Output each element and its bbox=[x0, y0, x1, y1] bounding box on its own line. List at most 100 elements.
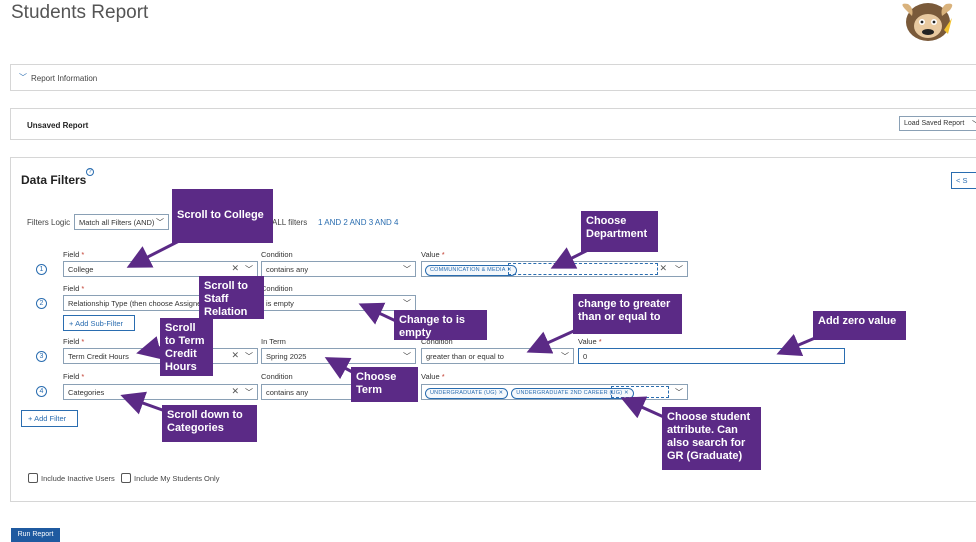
field-label-text: Field bbox=[63, 284, 80, 293]
filter-number: 4 bbox=[36, 386, 47, 397]
add-sub-filter-button[interactable]: + Add Sub-Filter bbox=[63, 315, 135, 331]
field-select-college[interactable]: College ✕ ﹀ bbox=[63, 261, 258, 277]
chevron-down-icon: ﹀ bbox=[403, 265, 411, 274]
include-my-students-label: Include My Students Only bbox=[134, 474, 220, 483]
include-inactive-checkbox[interactable] bbox=[28, 473, 38, 483]
chevron-down-icon: ﹀ bbox=[675, 265, 683, 274]
run-report-button[interactable]: Run Report bbox=[11, 528, 60, 542]
annotation-scroll-staff: Scroll to Staff Relation bbox=[199, 276, 264, 319]
chevron-down-icon: ﹀ bbox=[403, 352, 411, 361]
share-button[interactable]: < S bbox=[951, 172, 976, 189]
plus-icon: + bbox=[69, 319, 74, 328]
annotation-choose-term: Choose Term bbox=[351, 367, 418, 402]
annotation-scroll-categories: Scroll down to Categories bbox=[162, 405, 257, 442]
annotation-change-greater: change to greater than or equal to bbox=[573, 294, 682, 334]
field-label-text: Field bbox=[63, 372, 80, 381]
clear-icon[interactable]: ✕ bbox=[659, 263, 667, 273]
value-label-text: Value bbox=[421, 372, 440, 381]
data-filters-heading: Data Filters bbox=[21, 173, 87, 187]
field-label: Field * bbox=[63, 372, 84, 381]
condition-value: greater than or equal to bbox=[426, 352, 504, 361]
arrow-greater bbox=[526, 328, 577, 354]
filters-logic-select[interactable]: Match all Filters (AND) ﹀ bbox=[74, 214, 169, 230]
chevron-down-icon: ﹀ bbox=[245, 388, 253, 397]
clear-icon[interactable]: ✕ bbox=[231, 386, 239, 396]
condition-label: Condition bbox=[421, 337, 453, 346]
term-value: Spring 2025 bbox=[266, 352, 307, 361]
value-label-text: Value bbox=[421, 250, 440, 259]
annotation-choose-student-attribute: Choose student attribute. Can also searc… bbox=[662, 407, 761, 470]
chip-label: Undergraduate 2nd Career (UG) bbox=[516, 390, 623, 396]
filter-number: 2 bbox=[36, 298, 47, 309]
chevron-down-icon: ﹀ bbox=[561, 352, 569, 361]
field-value: Term Credit Hours bbox=[68, 352, 129, 361]
field-select-categories[interactable]: Categories ✕ ﹀ bbox=[63, 384, 258, 400]
condition-label: Condition bbox=[261, 284, 293, 293]
load-saved-report-label: Load Saved Report bbox=[904, 120, 965, 127]
load-saved-report-select[interactable]: Load Saved Report ﹀ bbox=[899, 116, 976, 131]
value-label: Value * bbox=[421, 372, 445, 381]
share-label: S bbox=[962, 176, 968, 185]
include-my-students-checkbox[interactable] bbox=[121, 473, 131, 483]
share-icon: < bbox=[956, 176, 961, 185]
field-label: Field * bbox=[63, 284, 84, 293]
condition-label: Condition bbox=[261, 372, 293, 381]
annotation-scroll-term-credit: Scroll to Term Credit Hours bbox=[160, 318, 213, 376]
chevron-down-icon: ﹀ bbox=[403, 299, 411, 308]
add-sub-filter-label: Add Sub-Filter bbox=[75, 319, 123, 328]
value-label-text: Value bbox=[578, 337, 597, 346]
condition-select[interactable]: contains any ﹀ bbox=[261, 261, 416, 277]
value-search-input[interactable] bbox=[508, 263, 658, 275]
logic-expression-link[interactable]: 1 AND 2 AND 3 AND 4 bbox=[318, 218, 399, 227]
filter-number: 3 bbox=[36, 351, 47, 362]
filters-logic-label: Filters Logic bbox=[27, 218, 71, 227]
chevron-down-icon: ﹀ bbox=[675, 388, 683, 397]
chip-label: Communication & Media bbox=[430, 267, 506, 273]
arrow-student-attr bbox=[620, 396, 667, 420]
field-value: Relationship Type (then choose Assigne bbox=[68, 299, 202, 308]
page-title: Students Report bbox=[11, 2, 149, 23]
plus-icon: + bbox=[28, 414, 33, 423]
all-filters-text: ALL filters bbox=[272, 218, 308, 227]
arrow-categories bbox=[120, 391, 169, 415]
field-label-text: Field bbox=[63, 250, 80, 259]
field-label-text: Field bbox=[63, 337, 80, 346]
value-chip: Communication & Media ✕ bbox=[425, 265, 517, 276]
required-marker: * bbox=[81, 250, 85, 259]
arrow-zero bbox=[776, 333, 816, 357]
clear-icon[interactable]: ✕ bbox=[231, 263, 239, 273]
condition-value: contains any bbox=[266, 265, 309, 274]
value-text: 0 bbox=[583, 352, 588, 361]
chevron-down-icon: ﹀ bbox=[972, 119, 976, 130]
add-filter-label: Add Filter bbox=[34, 414, 67, 423]
chevron-down-icon: ﹀ bbox=[19, 73, 27, 82]
arrow-term-credit bbox=[136, 336, 164, 360]
required-marker: * bbox=[441, 372, 445, 381]
field-label: Field * bbox=[63, 337, 84, 346]
value-select-student-attribute[interactable]: Undergraduate (UG) ✕Undergraduate 2nd Ca… bbox=[421, 384, 688, 400]
clear-icon[interactable]: ✕ bbox=[231, 350, 239, 360]
chip-label: Undergraduate (UG) bbox=[430, 390, 497, 396]
required-marker: * bbox=[81, 284, 85, 293]
value-chip: Undergraduate 2nd Career (UG) ✕ bbox=[511, 388, 634, 399]
help-icon[interactable]: ? bbox=[86, 168, 94, 176]
mascot-logo bbox=[896, 0, 954, 42]
chevron-down-icon: ﹀ bbox=[245, 265, 253, 274]
add-filter-button[interactable]: + Add Filter bbox=[21, 410, 78, 427]
annotation-scroll-college: Scroll to College bbox=[172, 189, 273, 243]
filter-number: 1 bbox=[36, 264, 47, 275]
unsaved-report-panel: Unsaved Report Load Saved Report ﹀ bbox=[10, 108, 976, 140]
field-value: Categories bbox=[68, 388, 105, 397]
required-marker: * bbox=[441, 250, 445, 259]
value-chip: Undergraduate (UG) ✕ bbox=[425, 388, 509, 399]
unsaved-report-label: Unsaved Report bbox=[27, 121, 89, 130]
chevron-down-icon: ﹀ bbox=[245, 352, 253, 361]
required-marker: * bbox=[81, 372, 85, 381]
value-label: Value * bbox=[578, 337, 602, 346]
value-label: Value * bbox=[421, 250, 445, 259]
arrow-is-empty bbox=[358, 302, 399, 325]
filters-logic-value: Match all Filters (AND) bbox=[79, 218, 155, 227]
report-information-panel[interactable]: ﹀ Report Information bbox=[10, 64, 976, 91]
condition-label: Condition bbox=[261, 250, 293, 259]
